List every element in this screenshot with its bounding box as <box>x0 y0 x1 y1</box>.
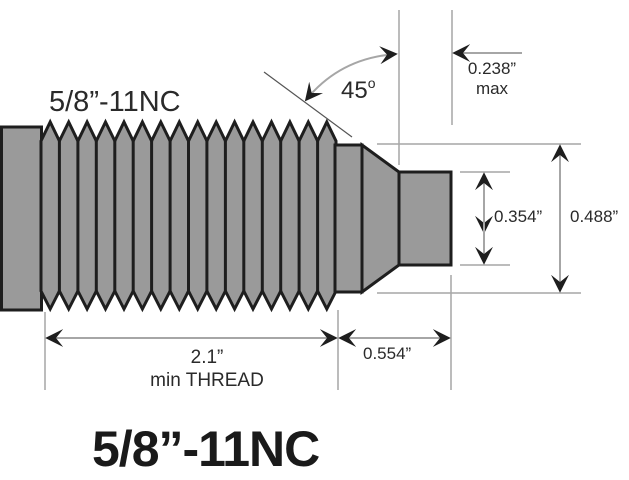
angle-value: 45 <box>341 77 368 104</box>
chamfer-angle-label: 45o <box>341 76 376 103</box>
thread-length-value: 2.1” <box>190 347 224 368</box>
chamfer-length-label: 0.238” max <box>466 59 518 99</box>
tip-diameter-label: 0.354” <box>494 207 543 226</box>
stud-tip <box>397 170 453 267</box>
stud-shank <box>333 143 364 294</box>
chamfer-length-value: 0.238” <box>467 59 517 78</box>
shank-diameter-label: 0.488” <box>570 207 619 226</box>
chamfer-angle-reference-line <box>263 71 353 138</box>
degree-symbol: o <box>367 75 376 91</box>
thread-length-label: 2.1” min THREAD <box>130 346 284 392</box>
diagram-title: 5/8”-11NC <box>92 421 320 477</box>
chamfer-length-note: max <box>475 79 509 98</box>
threaded-section <box>39 118 338 313</box>
thread-length-note: min THREAD <box>150 370 264 391</box>
tip-length-label: 0.554” <box>363 344 412 363</box>
angle-arc-dimension <box>304 46 398 102</box>
thread-spec-label: 5/8”-11NC <box>49 86 181 118</box>
stud-chamfer <box>360 142 401 295</box>
stud-head <box>0 125 43 312</box>
